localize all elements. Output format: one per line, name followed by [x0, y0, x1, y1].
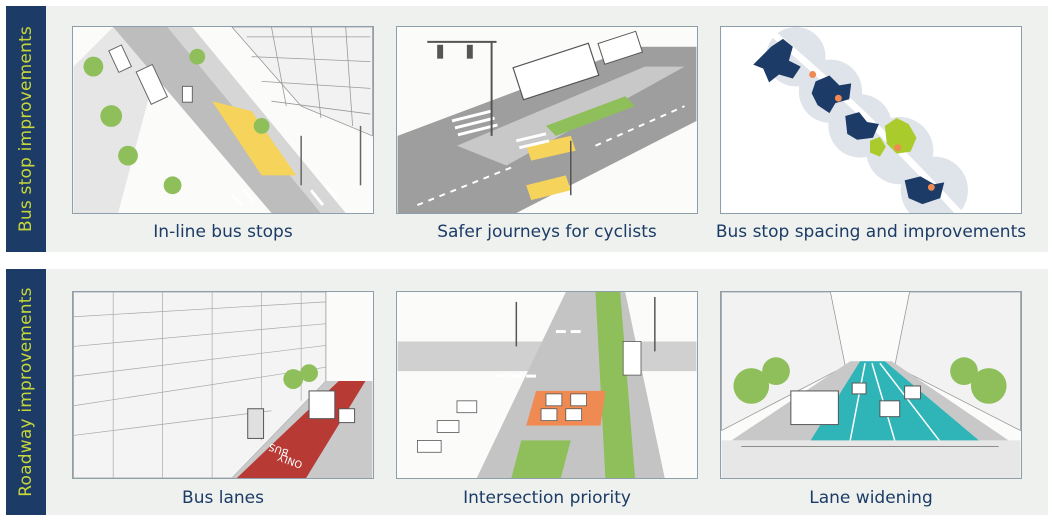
- roadway-improvements-section: Roadway improvements BUS ONLY Bus lanes: [6, 269, 1048, 515]
- panel-caption: Bus stop spacing and improvements: [715, 222, 1027, 242]
- bus-lane-illustration: BUS ONLY: [72, 291, 374, 479]
- bus-stop-improvements-section: Bus stop improvements: [6, 6, 1048, 252]
- panel-caption: Intersection priority: [463, 488, 631, 508]
- bus-lane-icon: BUS ONLY: [73, 292, 373, 478]
- lane-widening-illustration: [720, 291, 1022, 479]
- section-sidebar: Roadway improvements: [6, 269, 46, 515]
- bus-stop-spacing-icon: [721, 27, 1021, 213]
- lane-widening-icon: [721, 292, 1021, 478]
- intersection-priority-illustration: [396, 291, 698, 479]
- panel-caption: Safer journeys for cyclists: [437, 222, 657, 242]
- intersection-priority-icon: [397, 292, 697, 478]
- section-title: Roadway improvements: [16, 287, 36, 497]
- bus-stop-spacing-map: [720, 26, 1022, 214]
- in-line-bus-stop-icon: [73, 27, 373, 213]
- in-line-bus-stop-illustration: [72, 26, 374, 214]
- cyclist-safety-icon: [397, 27, 697, 213]
- panel-caption: Bus lanes: [182, 488, 264, 508]
- panel-caption: Lane widening: [809, 488, 933, 508]
- panel-caption: In-line bus stops: [153, 222, 293, 242]
- section-sidebar: Bus stop improvements: [6, 6, 46, 252]
- cyclist-safety-illustration: [396, 26, 698, 214]
- section-title: Bus stop improvements: [16, 26, 36, 232]
